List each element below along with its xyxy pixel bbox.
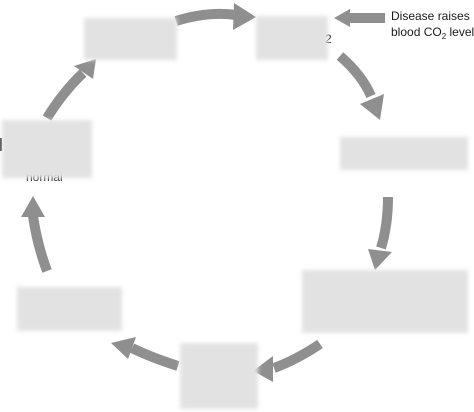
annotation-line-2: blood CO2 levels	[391, 25, 474, 41]
hidden-label-box-7	[2, 120, 92, 178]
annotation-line-1: Disease raises	[391, 9, 470, 23]
input-arrow	[334, 9, 385, 27]
annotation-co-text: blood CO	[391, 25, 442, 39]
partial-subscript-fragment: 2	[325, 32, 332, 46]
cycle-arrow-right	[368, 196, 393, 270]
cycle-arrow-left	[21, 196, 52, 273]
hidden-label-box-3	[340, 137, 468, 170]
hidden-label-box-4	[302, 270, 468, 333]
annotation-levels-text: levels	[446, 25, 474, 39]
hidden-label-box-5	[180, 343, 258, 409]
hidden-label-box-1	[84, 18, 177, 60]
annotation-subscript-2: 2	[442, 32, 447, 41]
disease-annotation: Disease raises blood CO2 levels	[391, 9, 474, 41]
cycle-arrow-bottom-left	[111, 337, 180, 371]
hidden-label-box-2	[256, 16, 328, 60]
left-edge-mark	[0, 138, 2, 151]
hidden-label-box-6	[17, 287, 122, 331]
cycle-arrow-top-left	[42, 59, 96, 121]
cycle-arrow-top	[174, 3, 256, 30]
cycle-arrow-top-right	[336, 52, 384, 120]
cycle-arrow-bottom-right	[253, 339, 323, 382]
